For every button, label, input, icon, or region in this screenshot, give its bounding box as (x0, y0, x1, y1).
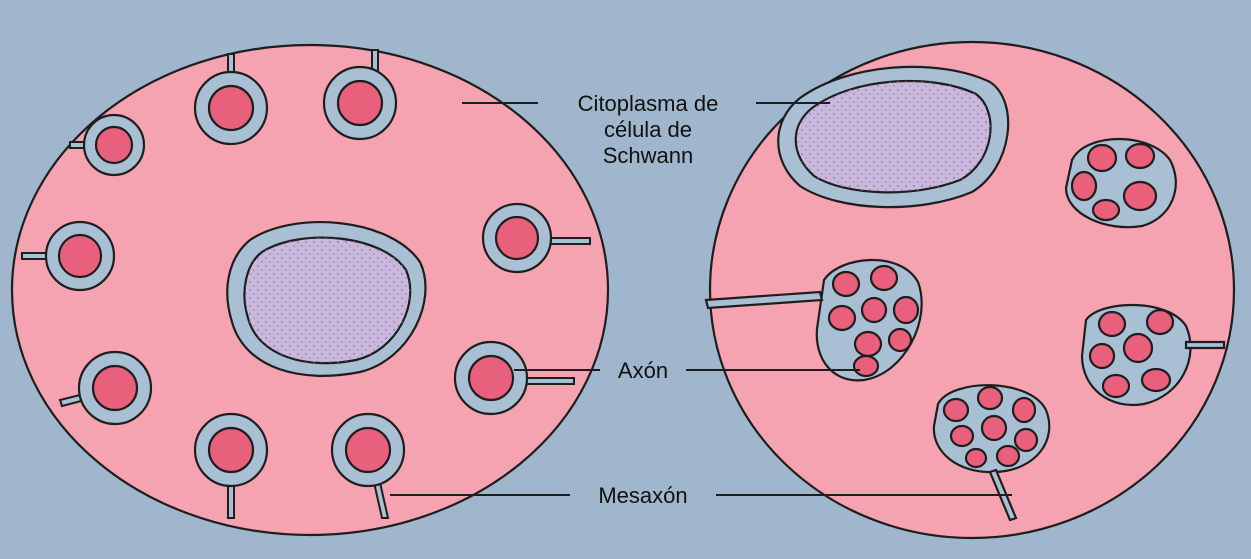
unmyelinated-bundle (1066, 139, 1176, 227)
axon (1015, 429, 1037, 451)
axon (1090, 344, 1114, 368)
axon (1093, 200, 1119, 220)
axon (209, 428, 253, 472)
axon (1103, 375, 1129, 397)
axon (871, 266, 897, 290)
axon (59, 235, 101, 277)
small-axon-unit (84, 115, 144, 175)
small-axon-unit (195, 414, 267, 486)
axon (1013, 398, 1035, 422)
axon (854, 356, 878, 376)
axon (855, 332, 881, 356)
axon (978, 387, 1002, 409)
left-schwann-cell (12, 45, 608, 535)
axon (1124, 182, 1156, 210)
axoplasm-texture (244, 238, 410, 364)
axon (997, 446, 1019, 466)
axon (1147, 310, 1173, 334)
small-axon-unit (332, 414, 404, 486)
label-mesaxon: Mesaxón (598, 483, 687, 508)
axon (982, 416, 1006, 440)
axon (496, 217, 538, 259)
small-axon-unit (455, 342, 527, 414)
large-axon-unit (227, 222, 425, 376)
axon (1142, 369, 1170, 391)
small-axon-unit (483, 204, 551, 272)
small-axon-unit (79, 352, 151, 424)
axon (829, 306, 855, 330)
small-axon-unit (195, 72, 267, 144)
axon (1124, 334, 1152, 362)
axon (346, 428, 390, 472)
small-axon-unit (324, 67, 396, 139)
axon (951, 426, 973, 446)
axon (209, 86, 253, 130)
axon (889, 329, 911, 351)
mesaxon-stalk (1186, 342, 1224, 348)
axon (338, 81, 382, 125)
label-schwann-line3: Schwann (603, 143, 694, 168)
axon (1099, 312, 1125, 336)
right-schwann-cell (706, 42, 1234, 538)
axon (1088, 145, 1116, 171)
axon (1126, 144, 1154, 168)
axon (944, 399, 968, 421)
axon (894, 297, 918, 323)
axon (96, 127, 132, 163)
axon (1072, 172, 1096, 200)
label-schwann-line2: célula de (604, 117, 692, 142)
axon (469, 356, 513, 400)
axon (93, 366, 137, 410)
label-schwann-line1: Citoplasma de (578, 91, 719, 116)
axon (966, 449, 986, 467)
axon (833, 272, 859, 296)
label-axon: Axón (618, 358, 668, 383)
mesaxon-stalk (525, 378, 574, 384)
axon (862, 298, 886, 322)
small-axon-unit (46, 222, 114, 290)
